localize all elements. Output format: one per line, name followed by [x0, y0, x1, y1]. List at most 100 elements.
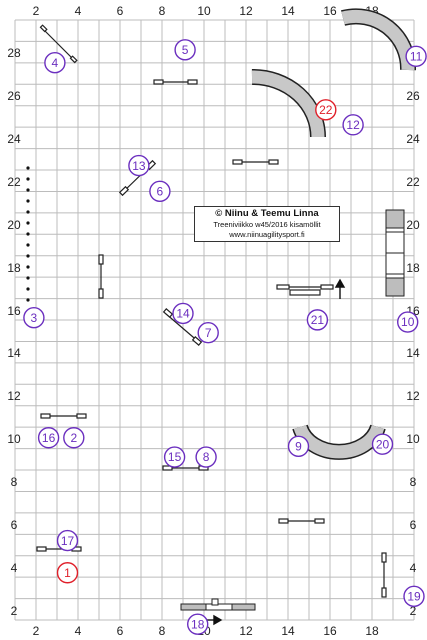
y-tick: 22 — [406, 175, 420, 189]
y-tick: 6 — [410, 518, 417, 532]
y-tick: 24 — [406, 132, 420, 146]
marker-circle — [197, 322, 219, 344]
x-tick: 12 — [239, 4, 253, 18]
marker-circle — [174, 39, 196, 61]
credit-title: © Niinu & Teemu Linna — [215, 208, 319, 219]
marker-label: 14 — [176, 307, 190, 321]
weave-pole — [26, 287, 30, 291]
x-tick: 4 — [75, 4, 82, 18]
jump-5 — [153, 79, 198, 85]
marker-circle — [397, 311, 419, 333]
jump-2-16 — [40, 413, 87, 419]
marker-circle — [315, 99, 337, 121]
y-tick: 12 — [7, 389, 21, 403]
sequence-marker: 9 — [287, 435, 310, 458]
weave-pole — [26, 232, 30, 236]
marker-label: 17 — [61, 534, 75, 548]
marker-label: 19 — [407, 590, 421, 604]
sequence-marker: 21 — [306, 309, 329, 331]
credit-website: www.niinuagilitysport.fi — [229, 230, 305, 239]
y-tick: 6 — [11, 518, 18, 532]
sequence-marker: 16 — [37, 427, 60, 449]
marker-label: 3 — [31, 311, 38, 325]
sequence-marker: 19 — [403, 585, 425, 608]
jump-7-14 — [162, 308, 203, 346]
marker-label: 11 — [410, 49, 423, 63]
x-tick: 8 — [159, 4, 166, 18]
marker-circle — [371, 433, 394, 455]
x-tick: 2 — [33, 4, 40, 18]
y-tick: 20 — [7, 218, 21, 232]
y-tick: 26 — [7, 89, 21, 103]
jump-vertical-left — [98, 254, 104, 299]
weave-pole — [26, 254, 30, 258]
marker-label: 18 — [191, 617, 205, 631]
jump-8-15 — [162, 465, 209, 471]
jump-lower-middle — [278, 518, 325, 524]
weave-pole — [26, 188, 30, 192]
y-tick: 20 — [406, 218, 420, 232]
x-tick: 10 — [197, 4, 211, 18]
sequence-marker: 6 — [149, 180, 171, 202]
weave-poles — [26, 166, 30, 302]
weave-pole — [26, 177, 30, 181]
tunnel-upper-middle — [251, 68, 326, 138]
x-tick: 14 — [281, 624, 295, 638]
y-tick: 28 — [7, 46, 21, 60]
weave-pole — [26, 199, 30, 203]
weave-pole — [26, 166, 30, 170]
marker-circle — [44, 52, 66, 74]
y-tick: 18 — [406, 261, 420, 275]
y-tick: 14 — [406, 346, 420, 360]
marker-circle — [56, 529, 79, 552]
marker-label: 10 — [401, 315, 415, 329]
marker-label: 20 — [376, 437, 390, 451]
marker-label: 9 — [295, 440, 302, 454]
x-tick: 14 — [281, 4, 295, 18]
tunnel-lower — [292, 424, 386, 460]
marker-circle — [56, 562, 79, 584]
bottom-plank — [180, 598, 256, 611]
marker-label: 22 — [319, 103, 333, 117]
weave-pole — [26, 298, 30, 302]
sequence-marker: 7 — [197, 322, 219, 344]
x-tick: 8 — [159, 624, 166, 638]
y-tick: 18 — [7, 261, 21, 275]
sequence-marker: 18 — [186, 613, 209, 635]
marker-circle — [37, 427, 60, 449]
jump-4 — [39, 24, 78, 64]
marker-circle — [195, 446, 217, 468]
marker-label: 5 — [182, 43, 189, 57]
marker-circle — [172, 302, 194, 325]
weave-pole — [26, 243, 30, 247]
y-tick: 2 — [11, 604, 18, 618]
x-tick: 6 — [117, 624, 124, 638]
marker-label: 2 — [70, 431, 77, 445]
x-tick: 6 — [117, 4, 124, 18]
marker-label: 12 — [346, 118, 360, 132]
y-tick: 10 — [7, 432, 21, 446]
weave-pole — [26, 221, 30, 225]
sequence-marker: 11 — [405, 45, 427, 67]
credit-line-1: Treeniviikko w45/2016 kisamöllit — [213, 220, 321, 229]
arrow-up-icon — [334, 278, 346, 299]
marker-circle — [63, 427, 85, 449]
sequence-marker: 1 — [56, 562, 79, 584]
y-tick: 4 — [11, 561, 18, 575]
weave-pole — [26, 276, 30, 280]
x-tick: 2 — [33, 624, 40, 638]
marker-label: 7 — [205, 326, 212, 340]
marker-circle — [186, 613, 209, 635]
sequence-marker: 13 — [128, 154, 150, 177]
y-tick: 14 — [7, 346, 21, 360]
sequence-marker: 15 — [163, 446, 186, 468]
sequence-marker: 4 — [44, 52, 66, 74]
marker-circle — [405, 45, 427, 67]
y-tick: 2 — [410, 604, 417, 618]
y-tick: 12 — [406, 389, 420, 403]
sequence-marker: 2 — [63, 427, 85, 449]
weave-pole — [26, 265, 30, 269]
tunnel-top-right — [341, 8, 417, 71]
y-tick: 16 — [7, 304, 21, 318]
x-axis-top: 2 4 6 8 10 12 14 16 18 — [33, 4, 379, 18]
